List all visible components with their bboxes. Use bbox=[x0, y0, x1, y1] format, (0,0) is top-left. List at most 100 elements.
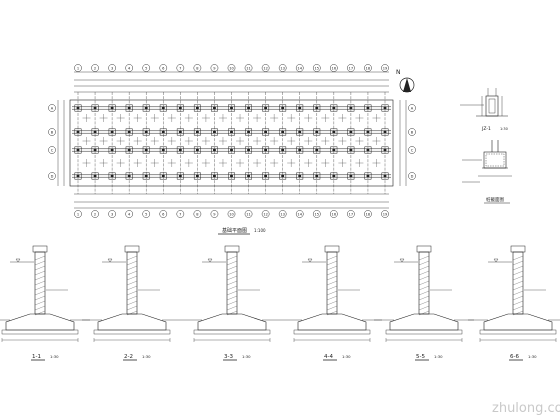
svg-text:19: 19 bbox=[383, 67, 388, 71]
section-scale: 1:30 bbox=[434, 354, 443, 359]
svg-text:5: 5 bbox=[145, 67, 147, 71]
axis-bubble: 16 bbox=[330, 210, 338, 218]
svg-text:18: 18 bbox=[366, 213, 371, 217]
axis-bubble: B bbox=[48, 128, 56, 136]
axis-bubble: 17 bbox=[347, 64, 355, 72]
svg-text:A: A bbox=[411, 106, 414, 110]
svg-text:1: 1 bbox=[77, 213, 79, 217]
svg-text:3: 3 bbox=[111, 67, 113, 71]
axis-bubble: 6 bbox=[159, 64, 168, 72]
axis-bubble: A bbox=[48, 104, 56, 112]
svg-text:9: 9 bbox=[213, 67, 216, 71]
section-title: 6-6 bbox=[510, 354, 519, 360]
svg-text:D: D bbox=[411, 174, 414, 178]
axis-bubble: 14 bbox=[295, 210, 304, 218]
axis-bubble: 10 bbox=[227, 64, 236, 72]
svg-text:2: 2 bbox=[94, 67, 96, 71]
axis-bubble: 5 bbox=[142, 64, 151, 72]
section-title: 4-4 bbox=[324, 354, 333, 360]
axis-bubble: C bbox=[48, 146, 56, 154]
axis-bubble: 6 bbox=[159, 210, 168, 218]
axis-bubble: 18 bbox=[364, 210, 372, 218]
section-title: 5-5 bbox=[416, 354, 425, 360]
section-scale: 1:30 bbox=[528, 354, 537, 359]
axis-bubble: 17 bbox=[347, 210, 355, 218]
jz1-detail bbox=[460, 88, 508, 117]
axis-bubble: 2 bbox=[91, 210, 99, 218]
axis-bubble: 11 bbox=[244, 64, 253, 72]
axis-bubble: 9 bbox=[210, 210, 219, 218]
axis-bubble: 14 bbox=[295, 64, 304, 72]
axis-bubble: 12 bbox=[261, 210, 270, 218]
svg-text:7: 7 bbox=[179, 213, 181, 217]
section-title: 2-2 bbox=[124, 354, 133, 360]
section-title: 1-1 bbox=[32, 354, 41, 360]
axis-bubble: 18 bbox=[364, 64, 372, 72]
svg-text:14: 14 bbox=[297, 213, 302, 217]
svg-text:8: 8 bbox=[196, 67, 199, 71]
svg-text:11: 11 bbox=[246, 213, 251, 217]
section-detail bbox=[468, 245, 560, 342]
axis-bubble: 1 bbox=[74, 210, 82, 218]
north-arrow-icon: N bbox=[396, 69, 415, 93]
axis-bubble: 12 bbox=[261, 64, 270, 72]
svg-text:7: 7 bbox=[179, 67, 181, 71]
axis-bubble: 15 bbox=[312, 210, 321, 218]
svg-text:4: 4 bbox=[128, 213, 131, 217]
axis-bubble: 15 bbox=[312, 64, 321, 72]
svg-text:18: 18 bbox=[366, 67, 371, 71]
svg-text:15: 15 bbox=[314, 67, 319, 71]
svg-text:C: C bbox=[51, 148, 54, 152]
axis-bubble: 8 bbox=[193, 210, 202, 218]
section-scale: 1:30 bbox=[342, 354, 351, 359]
svg-text:16: 16 bbox=[332, 67, 337, 71]
axis-bubble: 16 bbox=[330, 64, 338, 72]
axis-bubble: 9 bbox=[210, 64, 219, 72]
axis-bubble: 2 bbox=[91, 64, 99, 72]
svg-text:11: 11 bbox=[246, 67, 251, 71]
svg-text:15: 15 bbox=[314, 213, 319, 217]
svg-text:A: A bbox=[51, 106, 54, 110]
axis-bubble: D bbox=[408, 172, 416, 180]
axis-bubble: 11 bbox=[244, 210, 253, 218]
axis-bubble: 19 bbox=[381, 64, 389, 72]
axis-bubble: 8 bbox=[193, 64, 202, 72]
axis-bubble: 13 bbox=[278, 64, 287, 72]
svg-text:3: 3 bbox=[111, 213, 113, 217]
section-detail bbox=[182, 245, 282, 342]
axis-bubble: 10 bbox=[227, 210, 236, 218]
axis-bubble: B bbox=[408, 128, 416, 136]
section-detail bbox=[374, 245, 474, 342]
plan-scale: 1:100 bbox=[254, 228, 266, 233]
plan-title: 基础平面图 bbox=[222, 227, 247, 234]
foundation-plan: 1122334455667788991010111112121313141415… bbox=[48, 64, 416, 218]
axis-bubble: 13 bbox=[278, 210, 287, 218]
jz1-title: JZ-1 bbox=[481, 126, 491, 132]
section-scale: 1:30 bbox=[142, 354, 151, 359]
svg-text:6: 6 bbox=[162, 67, 165, 71]
axis-bubble: D bbox=[48, 172, 56, 180]
svg-text:14: 14 bbox=[297, 67, 302, 71]
svg-text:B: B bbox=[411, 130, 414, 134]
jz1-scale: 1:30 bbox=[500, 127, 508, 131]
svg-text:8: 8 bbox=[196, 213, 199, 217]
pile-section-detail bbox=[462, 140, 512, 183]
svg-text:16: 16 bbox=[332, 213, 337, 217]
svg-text:13: 13 bbox=[280, 213, 285, 217]
svg-text:4: 4 bbox=[128, 67, 131, 71]
svg-text:1: 1 bbox=[77, 67, 79, 71]
svg-text:19: 19 bbox=[383, 213, 388, 217]
axis-bubble: 7 bbox=[176, 210, 185, 218]
axis-bubble: A bbox=[408, 104, 416, 112]
svg-text:N: N bbox=[396, 69, 401, 76]
axis-bubble: 3 bbox=[108, 64, 116, 72]
svg-text:12: 12 bbox=[263, 213, 268, 217]
svg-text:D: D bbox=[51, 174, 54, 178]
pile-title: 桩截面图 bbox=[486, 196, 504, 203]
watermark: zhulong.com bbox=[492, 401, 560, 416]
svg-text:9: 9 bbox=[213, 213, 216, 217]
section-detail bbox=[0, 245, 90, 342]
axis-bubble: 4 bbox=[125, 64, 133, 72]
